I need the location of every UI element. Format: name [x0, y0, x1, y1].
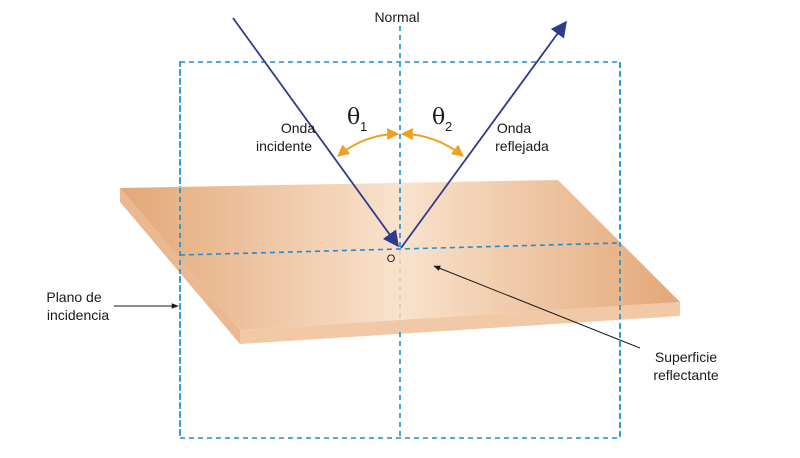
origin-label: O [387, 253, 396, 265]
reflected-label-line2: reflejada [495, 138, 549, 154]
reflected-label-line1: Onda [497, 120, 531, 136]
surface-label-line2: reflectante [653, 367, 719, 383]
normal-label: Normal [374, 9, 419, 25]
surface-label-line1: Superficie [655, 349, 717, 365]
plane-label-line1: Plano de [46, 289, 101, 305]
reflected-ray [400, 20, 567, 249]
theta2-symbol: θ [432, 105, 445, 130]
incident-label-line1: Onda [281, 120, 315, 136]
angle-arc-theta1 [337, 128, 400, 157]
theta1-symbol: θ [347, 105, 360, 130]
angle-arc-theta2 [400, 128, 464, 157]
theta2-subscript: 2 [445, 119, 452, 134]
incident-ray [232, 17, 399, 248]
surface-pointer-arrow [433, 265, 641, 349]
surface-left-edge [120, 188, 240, 344]
plane-label-line2: incidencia [47, 307, 109, 323]
surface-front-edge [240, 302, 680, 344]
plane-surface-intersection [179, 242, 621, 256]
incident-label-line2: incidente [256, 138, 312, 154]
theta1-subscript: 1 [360, 119, 367, 134]
